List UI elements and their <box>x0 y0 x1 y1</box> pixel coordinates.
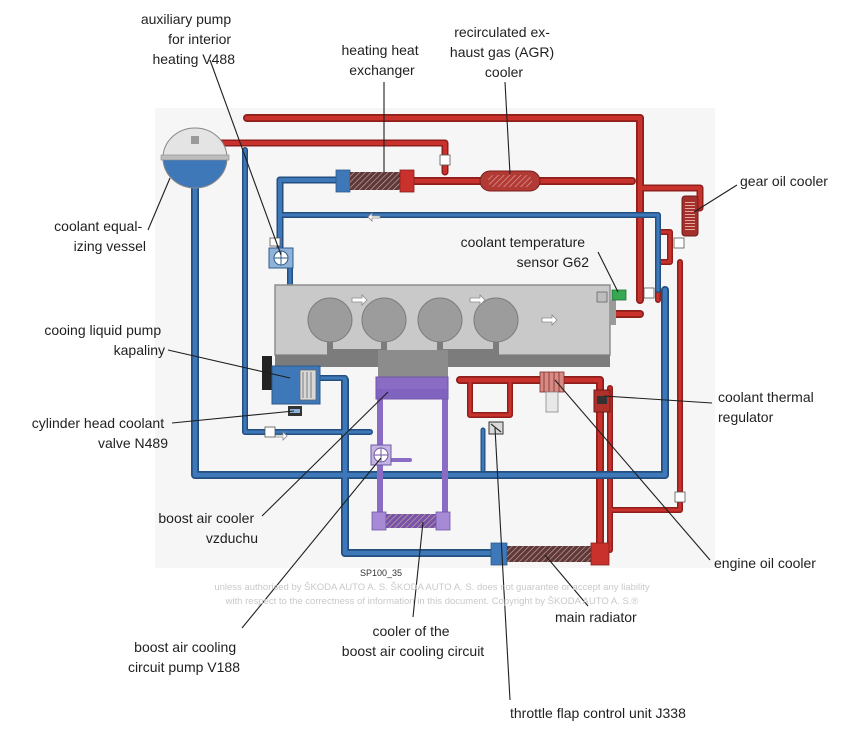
leader-aux-pump <box>209 59 282 256</box>
engine-oil-cooler <box>539 371 565 413</box>
watermark-line-1: unless authorised by ŠKODA AUTO A. S. ŠK… <box>214 582 650 593</box>
engine-block <box>274 212 616 441</box>
leader-vessel <box>147 177 171 231</box>
label-boost-cooler: boost air cooler vzduchu <box>158 510 258 546</box>
check-valve <box>643 287 655 299</box>
label-cyl-valve: cylinder head coolant valve N489 <box>32 415 168 451</box>
label-heat-exchanger: heating heat exchanger <box>342 42 423 78</box>
leader-thermal-reg <box>603 395 713 404</box>
label-main-radiator: main radiator <box>555 609 637 625</box>
cylinder-3 <box>417 297 463 343</box>
coolant-equalizing-vessel <box>160 127 230 189</box>
label-throttle: throttle flap control unit J338 <box>510 705 686 721</box>
label-liquid-pump: cooing liquid pump kapaliny <box>44 322 165 358</box>
leader-cyl-valve <box>171 410 295 424</box>
cylinder-head-coolant-valve-n489 <box>288 406 302 416</box>
check-valve <box>264 426 276 438</box>
callout-labels: auxiliary pump for interior heating V488… <box>32 11 828 721</box>
leader-main-radiator <box>544 554 589 607</box>
watermark-line-2: with respect to the correctness of infor… <box>225 596 639 607</box>
label-engine-oil: engine oil cooler <box>714 555 816 571</box>
cylinder-1 <box>307 297 353 343</box>
auxiliary-pump-v488 <box>268 247 294 269</box>
leader-lines <box>147 59 738 701</box>
label-agr-cooler: recirculated ex- haust gas (AGR) cooler <box>450 24 558 80</box>
label-boost-circuit-cooler: cooler of the boost air cooling circuit <box>342 623 485 659</box>
leader-boost-cooler <box>261 391 389 517</box>
throttle-flap-symbol <box>490 423 502 433</box>
label-vessel: coolant equal- izing vessel <box>54 218 146 254</box>
sensor-socket <box>596 291 608 303</box>
check-valves <box>264 154 686 503</box>
leader-liquid-pump <box>167 349 291 379</box>
hot-coolant-pipes <box>213 114 704 554</box>
coolant-temperature-sensor-g62 <box>611 289 627 301</box>
leader-temp-sensor <box>597 251 619 293</box>
label-boost-pump: boost air cooling circuit pump V188 <box>128 639 240 675</box>
flow-arrows <box>274 212 558 441</box>
check-valve <box>673 237 685 249</box>
main-radiator <box>490 542 610 566</box>
leader-engine-oil <box>554 379 711 561</box>
gear-oil-cooler <box>681 195 699 237</box>
check-valve <box>674 491 686 503</box>
cold-coolant-pipes <box>191 147 669 557</box>
label-temp-sensor: coolant temperature sensor G62 <box>461 234 590 270</box>
agr-cooler <box>479 170 541 192</box>
cylinder-2 <box>361 297 407 343</box>
boost-air-cooling-pump-v188 <box>370 444 392 466</box>
label-gear-oil: gear oil cooler <box>740 173 828 189</box>
leader-agr-cooler <box>504 81 511 175</box>
leader-gear-oil <box>693 184 738 213</box>
figure-code: SP100_35 <box>360 568 402 578</box>
leader-throttle <box>494 427 511 701</box>
leader-boost-pump <box>241 457 382 629</box>
cylinders <box>307 297 519 343</box>
heating-heat-exchanger <box>335 169 415 193</box>
boost-circuit-cooler <box>371 511 451 531</box>
label-aux-pump: auxiliary pump for interior heating V488 <box>141 11 235 67</box>
label-thermal-reg: coolant thermal regulator <box>718 389 818 425</box>
coolant-thermal-regulator <box>593 389 611 413</box>
leader-boost-circuit-cooler <box>412 521 424 618</box>
check-valve <box>439 154 451 166</box>
